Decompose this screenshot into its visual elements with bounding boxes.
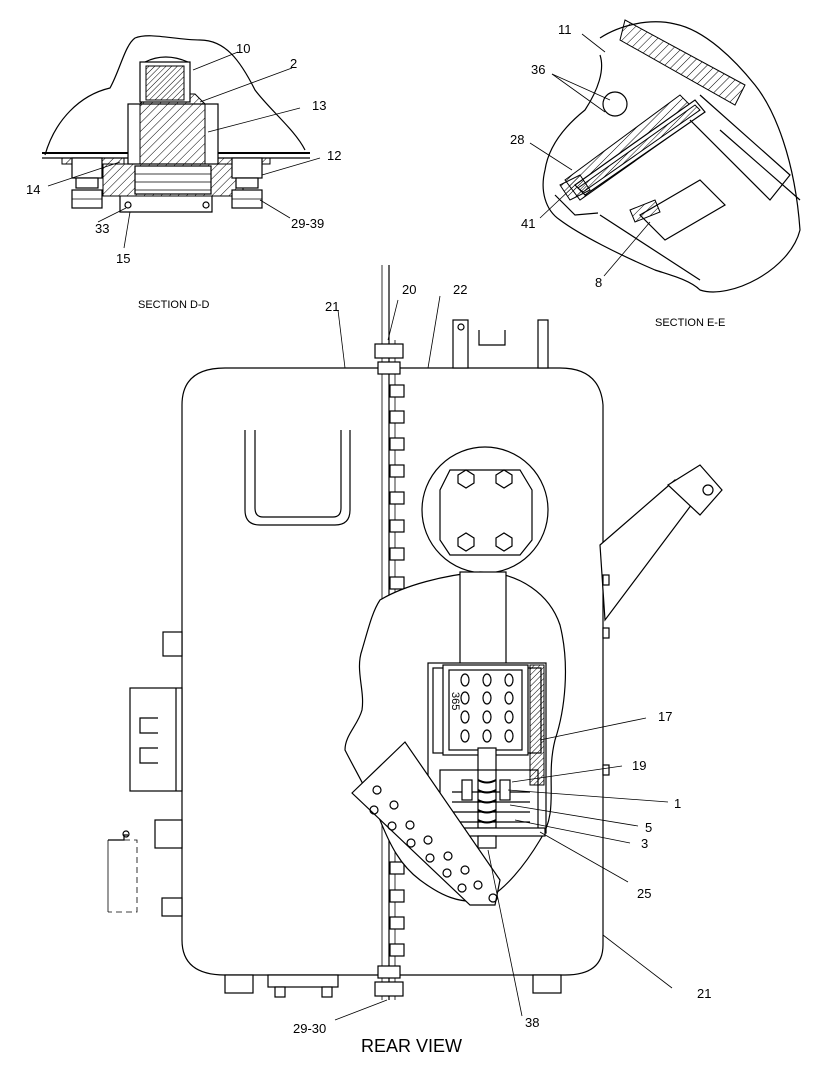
callout-25: 25 bbox=[637, 886, 651, 901]
section-dd-drawing bbox=[42, 35, 321, 249]
callout-33: 33 bbox=[95, 221, 109, 236]
flange-bolts bbox=[374, 343, 405, 997]
rear-view-drawing: 365 bbox=[107, 265, 723, 1021]
strainer-holes bbox=[460, 673, 514, 743]
callout-29-30: 29-30 bbox=[293, 1021, 326, 1036]
section-dd-caption: SECTION D-D bbox=[138, 299, 210, 311]
callout-21-bottom: 21 bbox=[697, 986, 711, 1001]
section-ee-caption: SECTION E-E bbox=[655, 317, 725, 329]
callout-38: 38 bbox=[525, 1015, 539, 1030]
callout-28: 28 bbox=[510, 132, 524, 147]
callout-12: 12 bbox=[327, 148, 341, 163]
callout-22: 22 bbox=[453, 282, 467, 297]
callout-labels: 10 2 13 12 14 33 29-39 15 11 36 28 41 8 … bbox=[26, 22, 711, 1036]
callout-41: 41 bbox=[521, 216, 535, 231]
callout-10: 10 bbox=[236, 41, 250, 56]
strainer-tag-text: 365 bbox=[449, 692, 461, 710]
callout-1: 1 bbox=[674, 796, 681, 811]
callout-17: 17 bbox=[658, 709, 672, 724]
callout-14: 14 bbox=[26, 182, 40, 197]
section-ee-drawing bbox=[529, 19, 801, 293]
callout-21-top: 21 bbox=[325, 299, 339, 314]
callout-19: 19 bbox=[632, 758, 646, 773]
callout-5: 5 bbox=[645, 820, 652, 835]
callout-11: 11 bbox=[558, 22, 572, 37]
callout-36: 36 bbox=[531, 62, 545, 77]
callout-13: 13 bbox=[312, 98, 326, 113]
rear-view-caption: REAR VIEW bbox=[361, 1036, 462, 1056]
callout-29-39: 29-39 bbox=[291, 216, 324, 231]
callout-3: 3 bbox=[641, 836, 648, 851]
baffle-holes bbox=[369, 785, 498, 903]
callout-8: 8 bbox=[595, 275, 602, 290]
callout-15: 15 bbox=[116, 251, 130, 266]
callout-2: 2 bbox=[290, 56, 297, 71]
callout-20: 20 bbox=[402, 282, 416, 297]
